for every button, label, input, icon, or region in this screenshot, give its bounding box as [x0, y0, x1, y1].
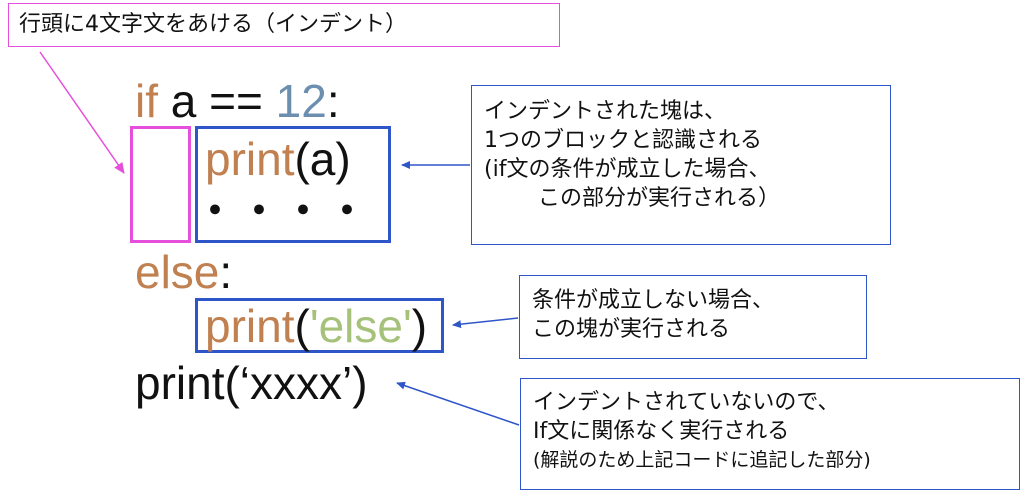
- code-if-condition: a ==: [158, 75, 276, 127]
- note-line: 条件が成立しない場合、: [532, 288, 775, 313]
- note-line: 1つのブロックと認識される: [484, 128, 762, 153]
- code-print-args: (a): [294, 133, 351, 185]
- keyword-print: print: [205, 133, 295, 185]
- note-line: (解説のため上記コードに追記した部分): [533, 449, 871, 471]
- note-line: インデントされた塊は、: [484, 99, 727, 124]
- note-line: この部分が実行される）: [538, 186, 781, 211]
- if-block-highlight-box: [195, 126, 391, 243]
- arrow-else-block: [452, 317, 519, 329]
- code-colon: :: [219, 246, 233, 298]
- note-else-block: 条件が成立しない場合、 この塊が実行される: [519, 275, 867, 359]
- indent-label: 行頭に4文字文をあける（インデント）: [8, 3, 560, 47]
- note-line: If文に関係なく実行される: [533, 419, 790, 444]
- arrow-indent: [39, 51, 125, 174]
- indent-highlight-box: [130, 126, 191, 243]
- note-line: インデントされていないので、: [533, 390, 840, 415]
- code-line-print-a: print(a): [205, 134, 351, 184]
- note-if-block: インデントされた塊は、 1つのブロックと認識される (if文の条件が成立した場合…: [471, 85, 891, 245]
- code-line-if: if a == 12:: [135, 76, 340, 126]
- keyword-print: print: [205, 300, 295, 352]
- code-paren-open: (: [294, 300, 310, 352]
- code-print-xxxx: print(‘xxxx’): [135, 357, 368, 409]
- code-line-print-else: print('else'): [205, 301, 427, 351]
- code-paren-close: ): [411, 300, 428, 352]
- keyword-if: if: [135, 75, 158, 127]
- note-outside-block: インデントされていないので、 If文に関係なく実行される (解説のため上記コード…: [520, 378, 1020, 490]
- string-literal: 'else': [309, 300, 412, 352]
- else-block-highlight-box: [195, 298, 444, 353]
- note-line: この塊が実行される: [532, 317, 731, 342]
- number-literal: 12: [275, 75, 327, 127]
- arrow-outside-block: [396, 381, 520, 426]
- code-colon: :: [326, 75, 340, 127]
- code-ellipsis: ・・・・: [192, 185, 370, 237]
- code-line-dots: ・・・・: [192, 185, 370, 237]
- code-line-else: else:: [135, 247, 232, 297]
- keyword-else: else: [135, 246, 220, 298]
- note-line: (if文の条件が成立した場合、: [484, 157, 771, 182]
- indent-label-text: 行頭に4文字文をあける（インデント）: [19, 12, 407, 37]
- code-line-print-xxxx: print(‘xxxx’): [135, 358, 368, 408]
